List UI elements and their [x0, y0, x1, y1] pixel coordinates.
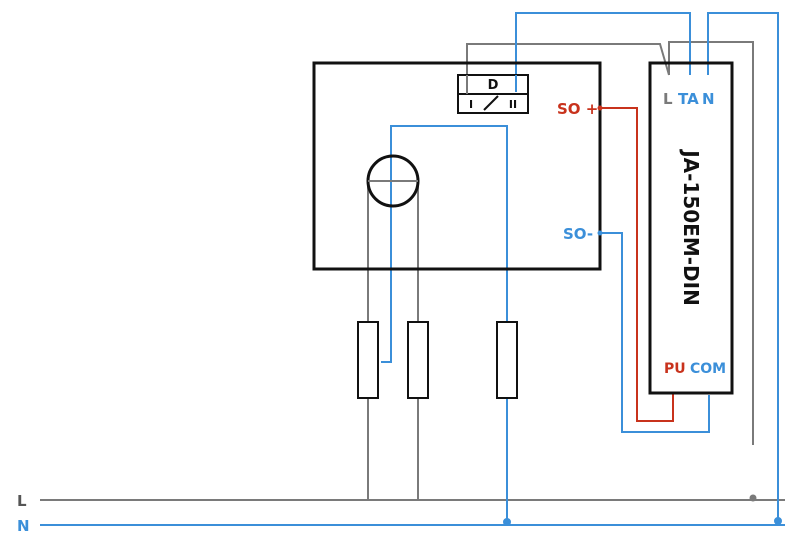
- ct-ring: [366, 154, 420, 208]
- junction-n-2: [774, 517, 782, 525]
- wire-l-terminal-feed: [668, 41, 754, 445]
- wire-switch-to-ta: [515, 12, 691, 90]
- switch-pos-2: II: [509, 98, 517, 111]
- module-terminal-pu: PU: [664, 361, 686, 377]
- module-terminal-n: N: [702, 90, 715, 108]
- wire-so-plus-to-pu: [600, 107, 674, 422]
- module-terminal-com: COM: [690, 361, 726, 377]
- line-n-label: N: [17, 517, 30, 535]
- switch-block: D I II: [457, 74, 529, 114]
- fuse-3: [496, 321, 518, 399]
- wire-ct-loop: [381, 125, 508, 525]
- fuse-1: [357, 321, 379, 399]
- module-terminal-ta: TA: [678, 90, 699, 108]
- module-terminal-l: L: [663, 90, 673, 108]
- line-l-label: L: [17, 492, 27, 510]
- module-box: [648, 61, 734, 395]
- module-name: JA-150EM-DIN: [679, 148, 703, 306]
- fuse-2: [407, 321, 429, 399]
- meter-box: [312, 61, 602, 271]
- so-plus-terminal: [597, 105, 603, 111]
- wire-n-terminal: [707, 12, 779, 521]
- gray-wires: [40, 41, 785, 502]
- so-minus-label: SO-: [563, 225, 593, 243]
- junction-n-1: [503, 518, 511, 526]
- wire-switch-to-l-terminal: [466, 43, 670, 76]
- junction-l: [749, 494, 757, 502]
- so-plus-label: SO +: [557, 100, 598, 118]
- switch-pos-1: I: [469, 98, 473, 111]
- wire-so-minus-to-com: [600, 232, 710, 433]
- switch-label: D: [488, 78, 499, 93]
- switch-slash: [483, 95, 499, 111]
- so-minus-terminal: [597, 230, 603, 236]
